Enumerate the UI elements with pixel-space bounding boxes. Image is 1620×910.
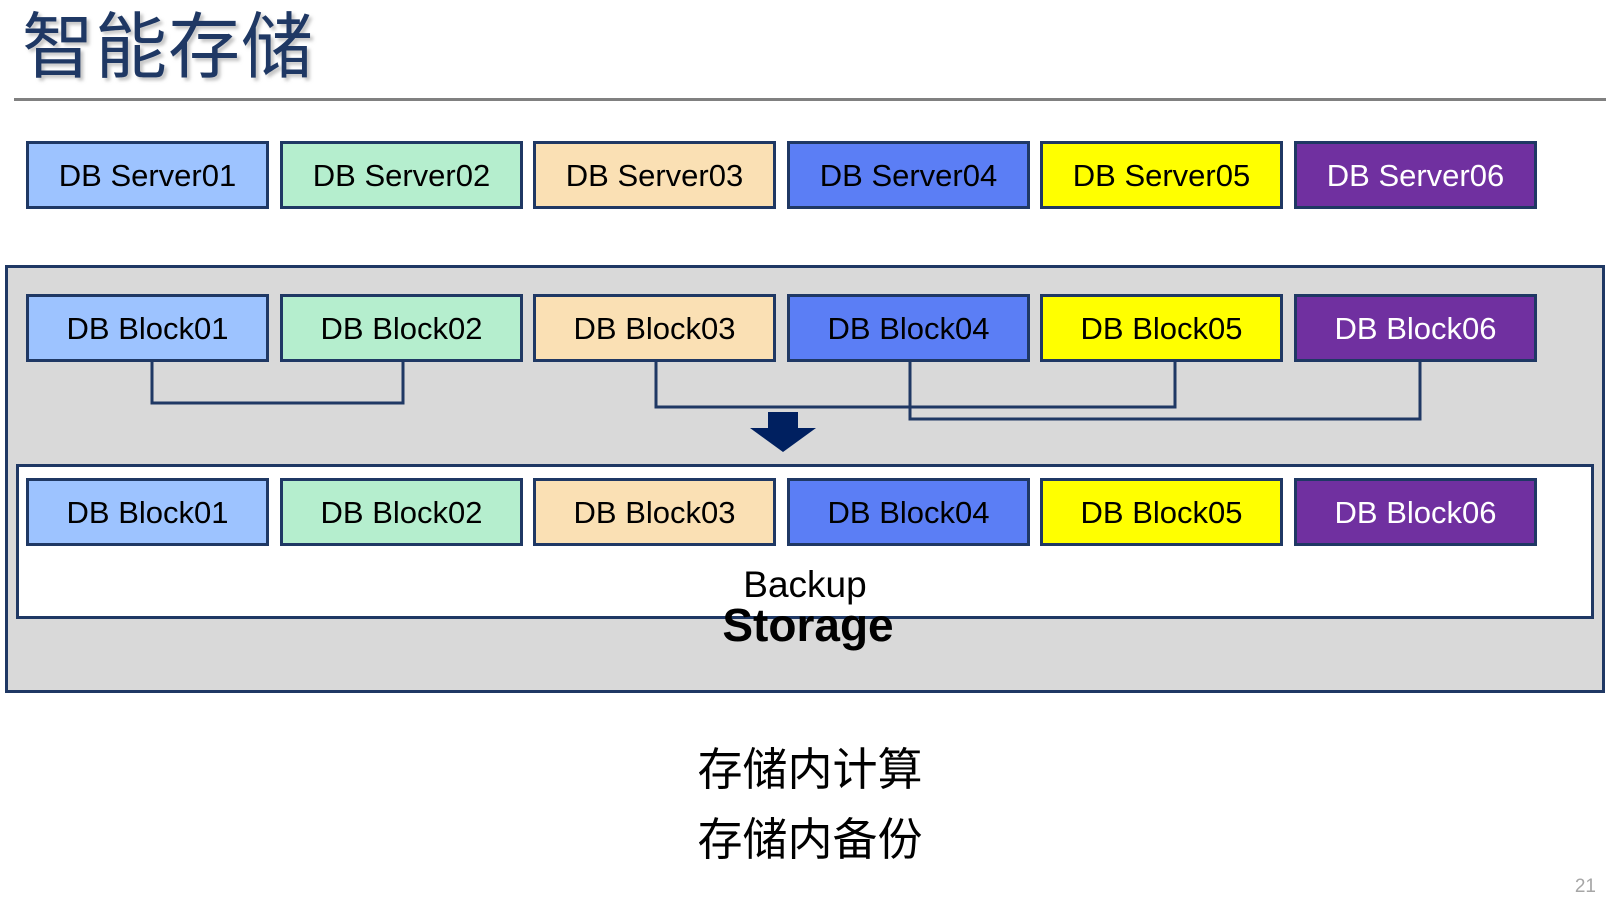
db-block-backup-box-6[interactable]: DB Block06 — [1294, 478, 1537, 546]
db-server-box-1-label: DB Server01 — [58, 157, 237, 193]
caption-line-1: 存储内计算 — [697, 744, 923, 795]
db-server-box-4-label: DB Server04 — [819, 157, 998, 193]
db-block-backup-box-4[interactable]: DB Block04 — [787, 478, 1030, 546]
db-block-backup-box-3[interactable]: DB Block03 — [533, 478, 776, 546]
db-block-primary-box-2[interactable]: DB Block02 — [280, 294, 523, 362]
db-block-backup-box-4-label: DB Block04 — [827, 494, 990, 530]
db-server-box-2[interactable]: DB Server02 — [280, 141, 523, 209]
db-server-box-3-label: DB Server03 — [565, 157, 744, 193]
db-server-box-6-label: DB Server06 — [1326, 157, 1505, 193]
db-server-box-6[interactable]: DB Server06 — [1294, 141, 1537, 209]
db-server-box-5[interactable]: DB Server05 — [1040, 141, 1283, 209]
slide-caption: 存储内计算 存储内备份 — [0, 735, 1620, 875]
title-divider — [14, 98, 1606, 101]
db-block-primary-box-6-label: DB Block06 — [1334, 310, 1497, 346]
db-block-primary-box-6[interactable]: DB Block06 — [1294, 294, 1537, 362]
db-block-backup-box-1[interactable]: DB Block01 — [26, 478, 269, 546]
db-server-box-2-label: DB Server02 — [312, 157, 491, 193]
db-block-primary-box-4-label: DB Block04 — [827, 310, 990, 346]
db-block-primary-box-4[interactable]: DB Block04 — [787, 294, 1030, 362]
db-block-backup-box-3-label: DB Block03 — [573, 494, 736, 530]
page-title: 智能存储 — [22, 8, 315, 88]
db-server-box-5-label: DB Server05 — [1072, 157, 1251, 193]
db-block-primary-box-1-label: DB Block01 — [66, 310, 229, 346]
page-number: 21 — [1574, 876, 1596, 897]
backup-label: Backup — [743, 564, 867, 605]
caption-line-2: 存储内备份 — [697, 814, 923, 865]
db-block-primary-box-5-label: DB Block05 — [1080, 310, 1243, 346]
db-block-primary-box-3[interactable]: DB Block03 — [533, 294, 776, 362]
db-block-primary-box-5[interactable]: DB Block05 — [1040, 294, 1283, 362]
db-block-primary-box-3-label: DB Block03 — [573, 310, 736, 346]
db-block-backup-box-6-label: DB Block06 — [1334, 494, 1497, 530]
storage-label: Storage — [722, 599, 894, 651]
db-block-backup-box-2[interactable]: DB Block02 — [280, 478, 523, 546]
db-block-backup-box-2-label: DB Block02 — [320, 494, 483, 530]
db-block-primary-box-2-label: DB Block02 — [320, 310, 483, 346]
db-block-backup-box-1-label: DB Block01 — [66, 494, 229, 530]
db-server-box-3[interactable]: DB Server03 — [533, 141, 776, 209]
db-block-backup-box-5-label: DB Block05 — [1080, 494, 1243, 530]
db-block-primary-box-1[interactable]: DB Block01 — [26, 294, 269, 362]
db-server-box-1[interactable]: DB Server01 — [26, 141, 269, 209]
db-server-box-4[interactable]: DB Server04 — [787, 141, 1030, 209]
db-block-backup-box-5[interactable]: DB Block05 — [1040, 478, 1283, 546]
